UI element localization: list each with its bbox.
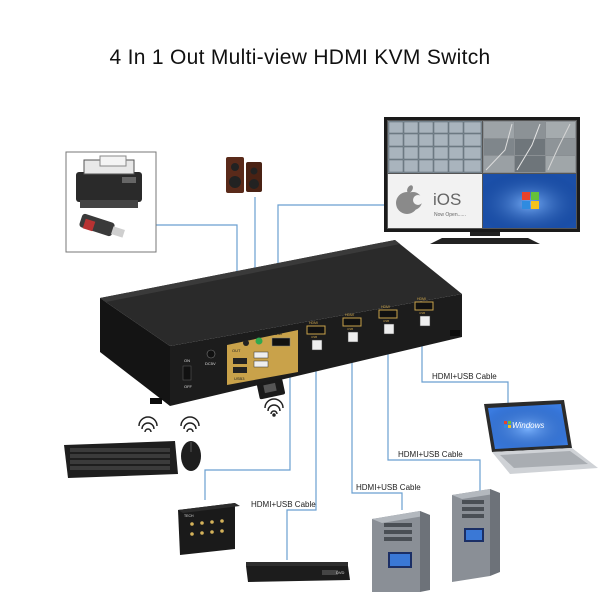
- cable-label-pc-left: HDMI+USB Cable: [356, 483, 421, 492]
- audio-port: [243, 340, 249, 346]
- dvd-player-icon: DVD: [246, 562, 350, 582]
- usb-port: [233, 358, 247, 364]
- label-usb-3: USB: [383, 319, 389, 323]
- audio-port-green: [255, 337, 263, 345]
- road-tiles: [483, 121, 576, 173]
- windows-logo-icon: [522, 192, 539, 209]
- input-port-group-1: [306, 325, 326, 351]
- cable-controller: [204, 348, 291, 500]
- wireless-receiver-icon: [256, 378, 286, 400]
- dc-jack: [206, 349, 216, 359]
- pc-tower-left: [372, 511, 430, 592]
- cable-label-laptop: HDMI+USB Cable: [432, 372, 497, 381]
- input-port-group-2: [342, 317, 362, 343]
- wifi-icon: [180, 416, 200, 433]
- remote-controller-box: TECH: [178, 503, 240, 555]
- ios-screen-pane: [388, 174, 482, 228]
- apple-logo-icon: [396, 185, 423, 214]
- mouse-icon: [181, 441, 201, 471]
- power-switch[interactable]: [182, 365, 192, 381]
- label-usb-2: USB: [347, 327, 353, 331]
- cable-pc-left: [351, 348, 403, 510]
- dvd-label: DVD: [336, 570, 345, 575]
- label-hdmi-3: HDMI: [381, 305, 390, 309]
- camera-grid: [388, 121, 482, 173]
- cable-pc-right: [387, 348, 481, 492]
- label-hdmi-4: HDMI: [417, 297, 426, 301]
- label-usb-4: USB: [419, 311, 425, 315]
- usb-port: [253, 351, 269, 359]
- laptop-icon: Windows: [484, 400, 598, 474]
- monitor-ios-text: iOS: [433, 190, 461, 209]
- usb-port: [233, 367, 247, 373]
- controller-label: TECH: [184, 514, 194, 518]
- printer-and-usb-box: [65, 151, 157, 253]
- label-hdmi-2: HDMI: [345, 313, 354, 317]
- wifi-icon: [264, 398, 284, 417]
- printer-icon: [76, 155, 142, 208]
- hdmi-out-port: [271, 337, 291, 347]
- cable-label-dvd: HDMI+USB Cable: [251, 500, 316, 509]
- label-hdmi-1: HDMI: [309, 321, 318, 325]
- label-out: OUT: [232, 348, 241, 353]
- speaker-icon: [226, 157, 262, 193]
- page-title: 4 In 1 Out Multi-view HDMI KVM Switch: [109, 46, 491, 69]
- cable-label-pc-right: HDMI+USB Cable: [398, 450, 463, 459]
- keyboard-icon: [64, 441, 178, 478]
- input-port-group-4: [414, 301, 434, 327]
- usb-flash-drive-icon: [79, 213, 125, 238]
- usb-port: [253, 360, 269, 368]
- cable-laptop: [421, 340, 509, 405]
- wifi-icon: [138, 416, 158, 433]
- pc-tower-right: [452, 489, 500, 582]
- windows-screen-pane: [483, 174, 576, 228]
- windows-logo-icon: [504, 421, 511, 428]
- label-dc: DC5V: [205, 361, 216, 366]
- multiview-monitor: [384, 117, 580, 244]
- cable-dvd: [286, 348, 317, 560]
- label-off: OFF: [184, 384, 193, 389]
- label-usb-1: USB: [311, 335, 317, 339]
- label-usb3: USB3: [234, 376, 245, 381]
- monitor-subtitle: Now Open......: [434, 212, 466, 218]
- input-port-group-3: [378, 309, 398, 335]
- label-on: ON: [184, 358, 190, 363]
- label-hdmi-out: HDMI: [272, 331, 282, 336]
- laptop-screen-text: Windows: [512, 421, 544, 430]
- kvm-switch-unit: ON OFF DC5V HDMI USB3 OUT HDMI HDMI HDMI…: [100, 240, 462, 406]
